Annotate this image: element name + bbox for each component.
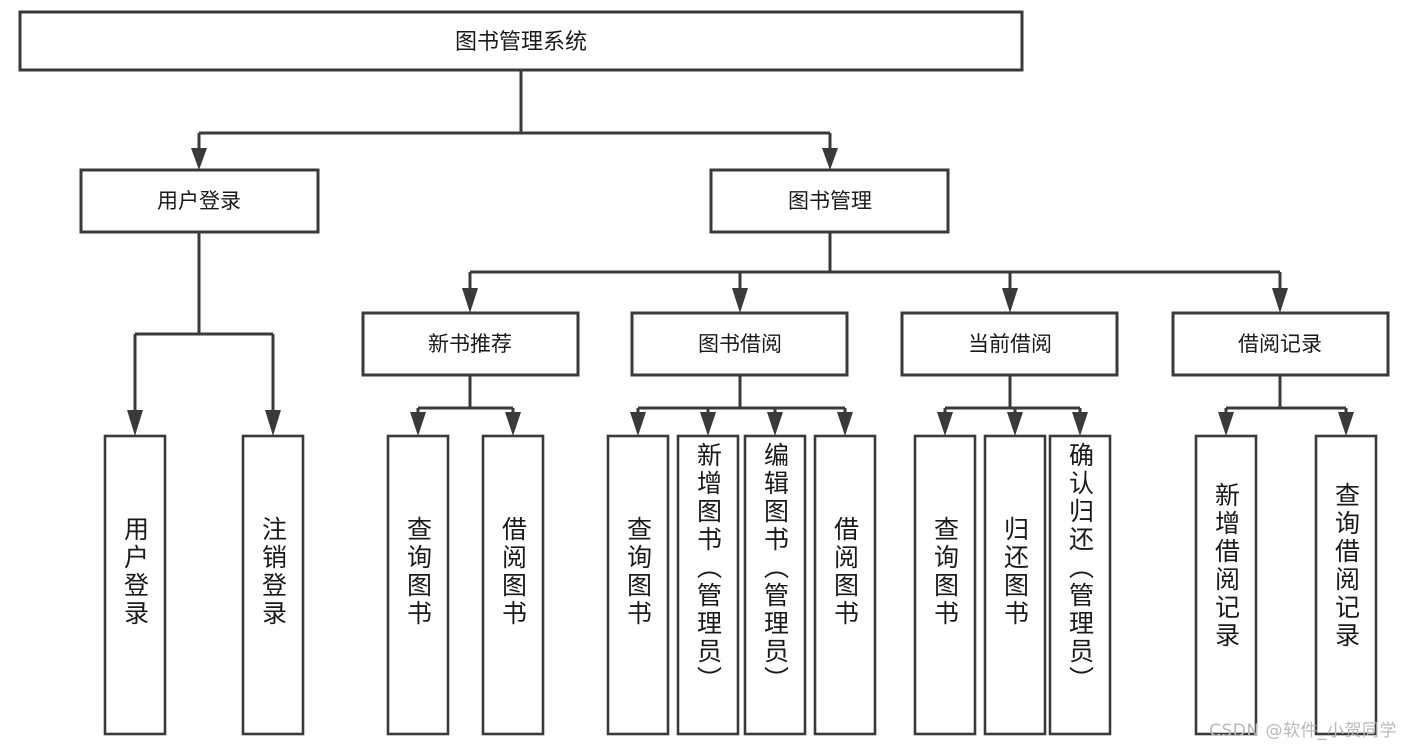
node-borrow-record-box[interactable] bbox=[1171, 311, 1390, 377]
arrowhead-leaf-search-book-recommend bbox=[410, 412, 426, 436]
arrowhead-leaf-search-book-borrow bbox=[630, 412, 646, 436]
leaf-box-search-book-borrow[interactable] bbox=[606, 434, 670, 736]
node-book-borrow-box[interactable] bbox=[630, 311, 849, 377]
arrowhead-user-login bbox=[191, 148, 207, 170]
arrowhead-leaf-borrow-book bbox=[837, 412, 853, 436]
node-current-borrow-label: 当前借阅 bbox=[968, 332, 1052, 356]
leaf-box-confirm-return-admin[interactable] bbox=[1048, 434, 1112, 736]
connector-layer bbox=[127, 70, 1354, 436]
node-current-borrow[interactable]: 当前借阅 bbox=[900, 311, 1119, 377]
leaf-box-return-book[interactable] bbox=[983, 434, 1047, 736]
node-new-book-recommend-box[interactable] bbox=[361, 311, 580, 377]
node-user-login-box[interactable] bbox=[79, 168, 320, 234]
leaf-box-layer bbox=[103, 434, 1378, 736]
leaf-box-add-book-admin[interactable] bbox=[676, 434, 740, 736]
node-book-borrow[interactable]: 图书借阅 bbox=[630, 311, 849, 377]
arrowhead-new-book-recommend bbox=[462, 288, 478, 313]
leaf-box-borrow-book[interactable] bbox=[813, 434, 877, 736]
arrowhead-leaf-search-book-current bbox=[937, 412, 953, 436]
arrowhead-borrow-record bbox=[1272, 288, 1288, 313]
arrowhead-current-borrow bbox=[1002, 288, 1018, 313]
leaf-box-search-book-current[interactable] bbox=[913, 434, 977, 736]
node-book-management[interactable]: 图书管理 bbox=[709, 168, 950, 234]
arrowhead-leaf-edit-book-admin bbox=[767, 412, 783, 436]
node-root-label: 图书管理系统 bbox=[455, 30, 587, 55]
node-new-book-recommend[interactable]: 新书推荐 bbox=[361, 311, 580, 377]
arrowhead-leaf-user-login bbox=[127, 410, 143, 436]
leaf-box-edit-book-admin[interactable] bbox=[743, 434, 807, 736]
node-book-management-box[interactable] bbox=[709, 168, 950, 234]
leaf-box-logout[interactable] bbox=[241, 434, 305, 736]
node-root[interactable]: 图书管理系统 bbox=[18, 10, 1024, 72]
arrowhead-leaf-add-borrow-record bbox=[1218, 412, 1234, 436]
node-book-management-label: 图书管理 bbox=[788, 189, 872, 213]
leaf-box-search-book-recommend[interactable] bbox=[386, 434, 450, 736]
arrowhead-book-management bbox=[822, 148, 838, 170]
node-borrow-record-label: 借阅记录 bbox=[1238, 332, 1322, 356]
node-new-book-recommend-label: 新书推荐 bbox=[428, 332, 512, 356]
arrowhead-book-borrow bbox=[732, 288, 748, 313]
leaf-box-add-borrow-record[interactable] bbox=[1194, 434, 1258, 736]
node-book-borrow-label: 图书借阅 bbox=[698, 332, 782, 356]
arrowhead-leaf-search-borrow-record bbox=[1338, 412, 1354, 436]
node-user-login-label: 用户登录 bbox=[157, 189, 241, 213]
arrowhead-leaf-return-book bbox=[1007, 412, 1023, 436]
leaf-box-borrow-book-recommend[interactable] bbox=[481, 434, 545, 736]
arrowhead-leaf-borrow-book-recommend bbox=[505, 412, 521, 436]
csdn-watermark: CSDN @软件_小贺同学 bbox=[1209, 721, 1397, 741]
node-root-box[interactable] bbox=[18, 10, 1024, 72]
leaf-box-search-borrow-record[interactable] bbox=[1314, 434, 1378, 736]
node-user-login[interactable]: 用户登录 bbox=[79, 168, 320, 234]
node-borrow-record[interactable]: 借阅记录 bbox=[1171, 311, 1390, 377]
arrowhead-leaf-confirm-return-admin bbox=[1072, 412, 1088, 436]
arrowhead-leaf-logout bbox=[265, 410, 281, 436]
leaf-box-user-login[interactable] bbox=[103, 434, 167, 736]
arrowhead-leaf-add-book-admin bbox=[700, 412, 716, 436]
node-current-borrow-box[interactable] bbox=[900, 311, 1119, 377]
